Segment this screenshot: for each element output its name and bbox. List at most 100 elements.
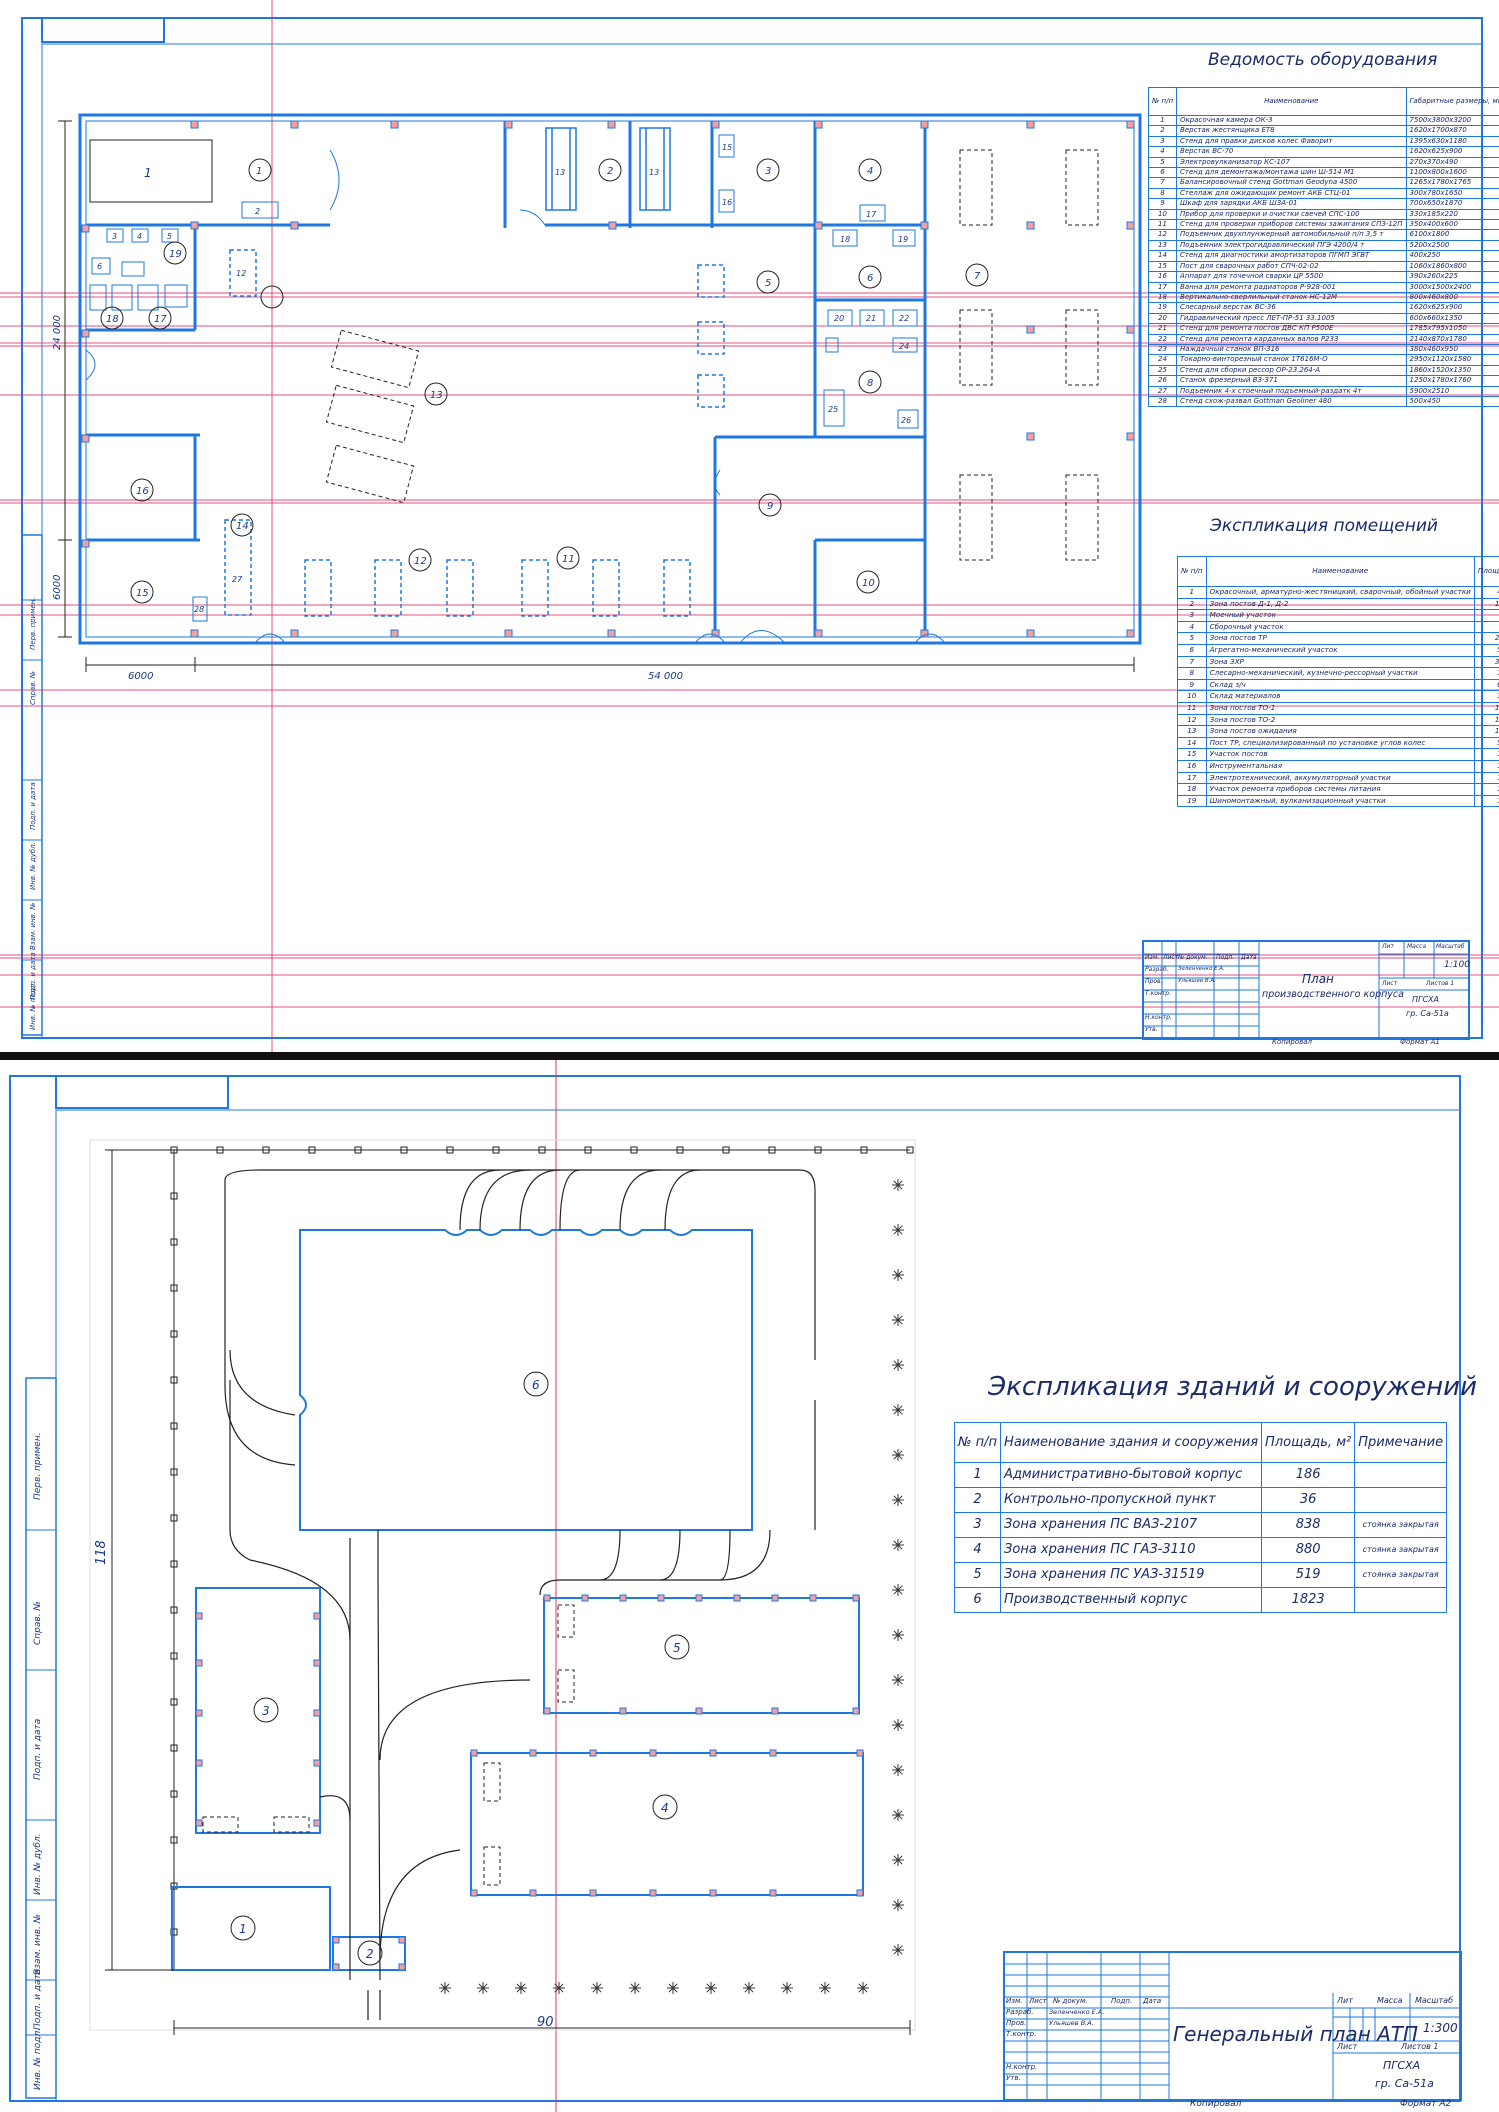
equip-cell: 15 (1147, 260, 1178, 273)
room-cell: 57 (1473, 736, 1499, 750)
site-area (89, 1139, 916, 2031)
equip-13b: 13 (649, 168, 659, 177)
label-room-7: 7 (974, 271, 981, 282)
room-cell: 15 (1177, 748, 1207, 761)
room-cell: 13 (1177, 725, 1207, 738)
equipment-list-title: Ведомость оборудования (1208, 50, 1438, 70)
equip-cell: Подъемник электрогидравлический ПГЭ 4200… (1176, 239, 1407, 252)
equip-4: 4 (137, 232, 142, 241)
dim-118: 118 (94, 1540, 109, 1565)
tree-icon (892, 1359, 904, 1371)
tree-icon (892, 1629, 904, 1641)
stamp2-row-doc: № докум. (1053, 1997, 1088, 2005)
stamp1-row-approve: Утв. (1145, 1026, 1158, 1033)
equip-cell: Шкаф для зарядки АКБ ШЗА-01 (1176, 198, 1407, 210)
room-cell: Окрасочный, арматурно-жестяницкий, сваро… (1205, 586, 1475, 599)
equip-6: 6 (97, 262, 102, 271)
stamp2-row-tcontr: Т.контр. (1006, 2030, 1037, 2038)
room-cell: Участок ремонта приборов системы питания (1205, 783, 1475, 796)
equip-cell: 270х370х490 (1405, 156, 1499, 169)
equip-cell: Пост для сварочных работ СПЧ-02-02 (1176, 260, 1407, 273)
equip-cell: 7500х3800х3200 (1405, 114, 1499, 127)
room-cell: 69 (1473, 678, 1499, 692)
room-cell: 39 (1473, 690, 1499, 703)
stamp2-col-scale: Масштаб (1415, 1996, 1454, 2005)
room-cell: 14 (1177, 736, 1207, 750)
equip-cell: Ванна для ремонта радиаторов Р-928-001 (1176, 281, 1407, 293)
equip-cell: 1620х1700х870 (1405, 125, 1499, 137)
dimension-lines (58, 120, 1135, 672)
equip-cell: Электровулканизатор КС-107 (1176, 156, 1407, 169)
tree-icon (743, 1982, 755, 1994)
room-cell: Инструментальная (1205, 759, 1475, 773)
stamp1-row-check: Пров. (1145, 978, 1163, 985)
side-label-5: Взам. инв. № (29, 902, 37, 950)
stamp2-org: ПГСХА (1383, 2059, 1421, 2072)
label-room-1: 1 (144, 166, 152, 180)
room-cell: 16 (1473, 794, 1499, 808)
dim-24000: 24 000 (52, 315, 63, 350)
side-label-7: Инв. № подл. (29, 982, 37, 1030)
equip-22: 22 (899, 314, 909, 323)
tree-icon (892, 1539, 904, 1551)
equip-cell: 24 (1147, 354, 1178, 366)
spray-booth-outline (89, 139, 213, 203)
side-label-2: Справ. № (29, 671, 37, 705)
stamp2-row-check: Пров. (1006, 2019, 1027, 2027)
equip-cell: Стенд для правки дисков колес Фаворит (1176, 135, 1407, 148)
room-cell: 10 (1473, 748, 1499, 761)
room-cell: Сборочный участок (1205, 620, 1475, 634)
label-room-1b: 1 (256, 166, 262, 177)
room-cell: Склад материалов (1205, 690, 1475, 703)
room-cell: 172 (1473, 713, 1499, 727)
label-room-11: 11 (562, 554, 575, 565)
building-cell: 1 (953, 1462, 1002, 1488)
stamp1-checker: Ульяшев В.А. (1178, 978, 1216, 984)
stamp2-row-date: Дата (1143, 1997, 1162, 2005)
equip-cell: 7 (1147, 177, 1178, 189)
equip-cell: Аппарат для точечной сварки ЦР 5500 (1176, 271, 1407, 283)
room-cell: 10 (1473, 759, 1499, 773)
equip-cell: 6 (1147, 167, 1178, 179)
equip-cell: Вертикально-сверлильный станок НС-12М (1176, 291, 1407, 304)
room-cell: 286 (1473, 632, 1499, 645)
tree-icon (515, 1982, 527, 1994)
tree-icon (892, 1854, 904, 1866)
equip-cell: 300х780х1650 (1405, 187, 1499, 200)
equip-cell: 4 (1147, 146, 1178, 158)
equip-28: 28 (194, 605, 204, 614)
tree-icon (629, 1982, 641, 1994)
equip-cell: Стенд для ремонта постов ДВС КП Р500Е (1176, 323, 1407, 335)
stamp2-scale: 1:300 (1423, 2021, 1458, 2035)
room-cell: 8 (1177, 667, 1207, 680)
equip-cell: Стенд для демонтажа/монтажа шин Ш-514 М1 (1176, 167, 1407, 179)
room-cell: 53 (1473, 643, 1499, 657)
label-room-9: 9 (767, 501, 773, 512)
stamp2-sheets: Листов 1 (1401, 2042, 1439, 2051)
stamp2-row-list: Лист (1029, 1997, 1047, 2005)
room-cell: 11 (1177, 701, 1207, 715)
building-cell: 36 (1261, 1487, 1356, 1513)
stamp1-group: гр. Са-51а (1406, 1009, 1449, 1018)
building-cell: 880 (1261, 1537, 1356, 1563)
room-cell: Зона постов Д-1, Д-2 (1205, 597, 1475, 611)
equip-cell: 27 (1147, 385, 1178, 397)
equip-cell: 5 (1147, 156, 1178, 169)
buildings-table: № п/п Наименование здания и сооружения П… (953, 1422, 1448, 1613)
storage-columns (195, 1594, 864, 1971)
label-room-12: 12 (414, 556, 427, 567)
equip-cell: 20 (1147, 312, 1178, 325)
room-cell: 16 (1177, 759, 1207, 773)
